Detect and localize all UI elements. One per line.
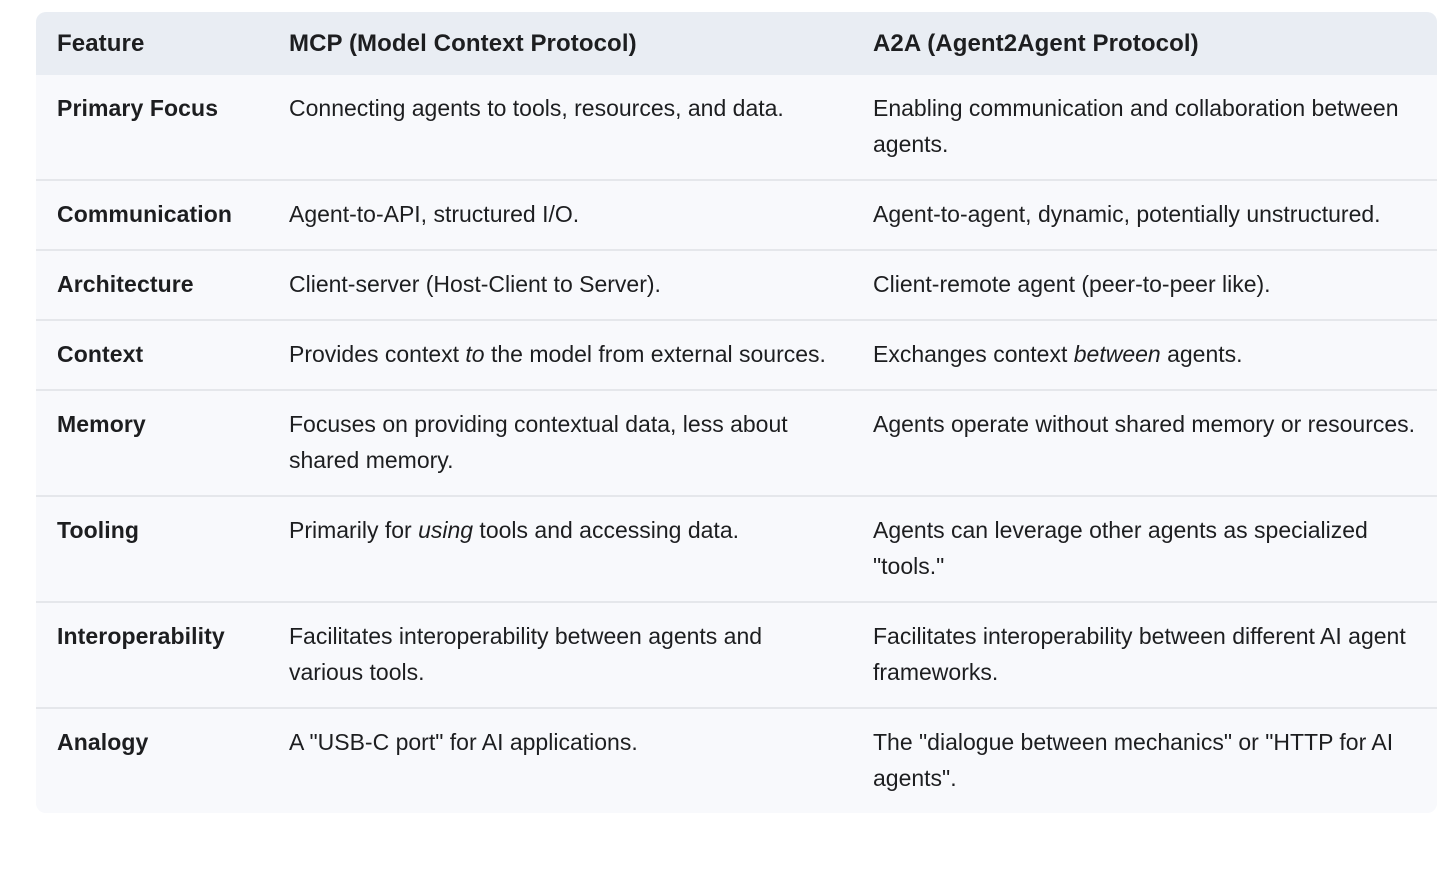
mcp-cell: A "USB-C port" for AI applications. — [268, 707, 852, 813]
protocol-comparison-table: Feature MCP (Model Context Protocol) A2A… — [36, 12, 1437, 813]
a2a-cell: Facilitates interoperability between dif… — [852, 601, 1437, 708]
header-row: Feature MCP (Model Context Protocol) A2A… — [36, 12, 1437, 75]
a2a-cell: Agents operate without shared memory or … — [852, 389, 1437, 496]
feature-label: Context — [36, 319, 268, 390]
table-header: Feature MCP (Model Context Protocol) A2A… — [36, 12, 1437, 75]
feature-label: Interoperability — [36, 601, 268, 708]
a2a-cell: Client-remote agent (peer-to-peer like). — [852, 249, 1437, 320]
comparison-table: Feature MCP (Model Context Protocol) A2A… — [36, 12, 1437, 813]
feature-label: Tooling — [36, 495, 268, 602]
feature-label: Communication — [36, 179, 268, 250]
a2a-cell: Enabling communication and collaboration… — [852, 75, 1437, 180]
mcp-cell: Connecting agents to tools, resources, a… — [268, 75, 852, 180]
mcp-cell: Agent-to-API, structured I/O. — [268, 179, 852, 250]
a2a-cell: The "dialogue between mechanics" or "HTT… — [852, 707, 1437, 813]
feature-label: Analogy — [36, 707, 268, 813]
header-feature: Feature — [36, 12, 268, 75]
mcp-cell: Focuses on providing contextual data, le… — [268, 389, 852, 496]
header-a2a: A2A (Agent2Agent Protocol) — [852, 12, 1437, 75]
mcp-cell: Facilitates interoperability between age… — [268, 601, 852, 708]
a2a-cell: Agents can leverage other agents as spec… — [852, 495, 1437, 602]
mcp-cell: Provides context to the model from exter… — [268, 319, 852, 390]
a2a-cell: Exchanges context between agents. — [852, 319, 1437, 390]
a2a-cell: Agent-to-agent, dynamic, potentially uns… — [852, 179, 1437, 250]
feature-label: Memory — [36, 389, 268, 496]
feature-label: Primary Focus — [36, 75, 268, 180]
mcp-cell: Primarily for using tools and accessing … — [268, 495, 852, 602]
header-mcp: MCP (Model Context Protocol) — [268, 12, 852, 75]
feature-label: Architecture — [36, 249, 268, 320]
mcp-cell: Client-server (Host-Client to Server). — [268, 249, 852, 320]
